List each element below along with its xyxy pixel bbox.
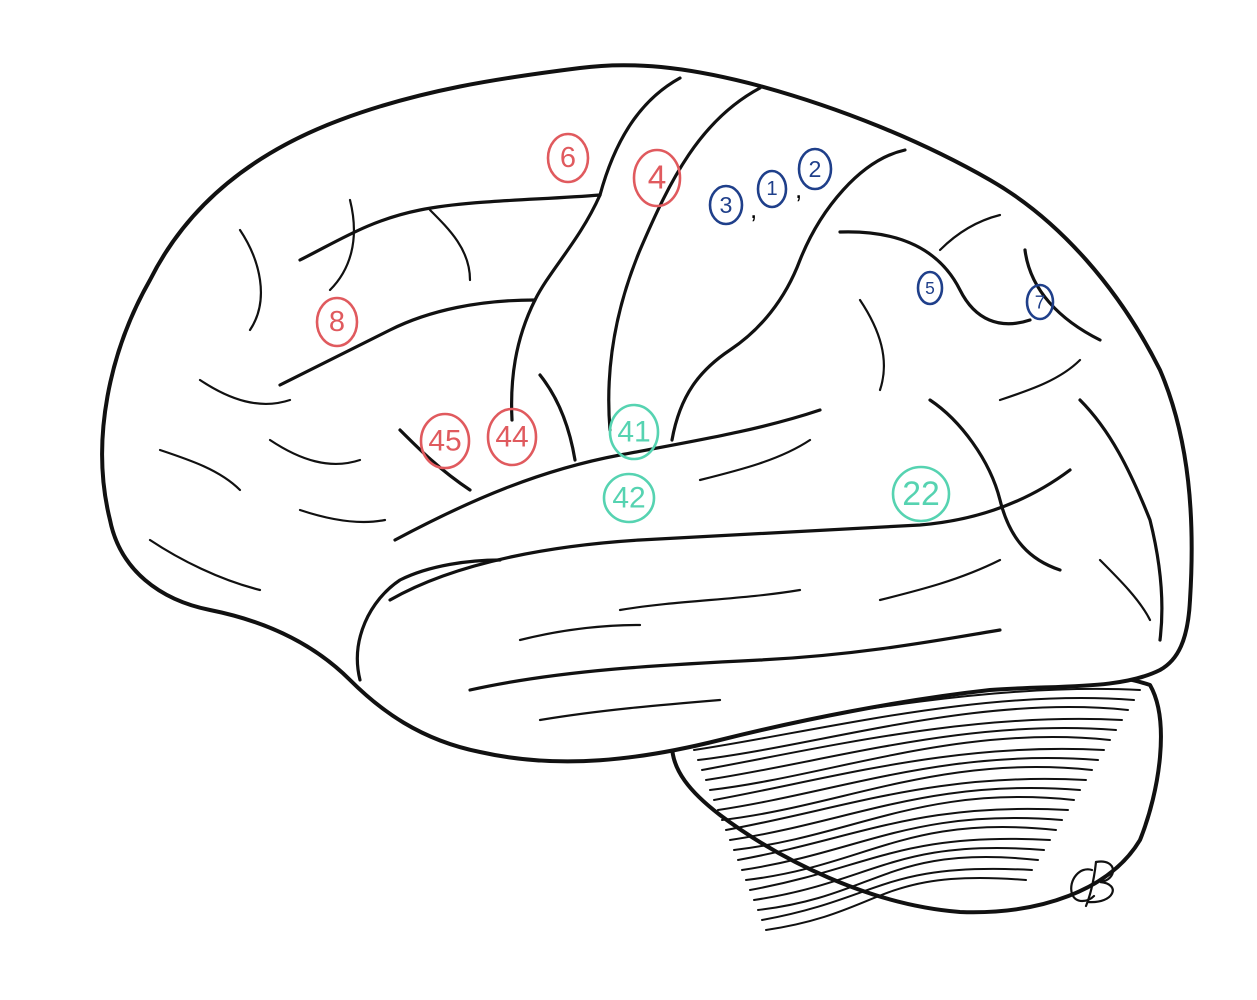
comma-separator: ,	[795, 174, 802, 204]
area-8-marker: 8	[315, 296, 359, 348]
area-2-ring	[797, 147, 833, 191]
area-8-ring	[315, 296, 359, 348]
cerebellum	[670, 669, 1163, 931]
area-3-label: 3	[720, 192, 733, 218]
cerebrum-outline	[100, 63, 1194, 764]
temporal-lobe-contour	[355, 558, 502, 682]
brodmann-area-labels: 6 4 8 45 44 3 1 2 5 7 41 42 22	[315, 132, 1055, 524]
area-22-marker: 22	[891, 465, 951, 523]
area-3-ring	[708, 184, 744, 226]
area-42-ring	[602, 472, 656, 524]
area-8-label: 8	[329, 306, 345, 338]
area-44-label: 44	[495, 421, 528, 454]
lateral-sulcus-ascending-ramus	[538, 373, 577, 462]
area-6-label: 6	[560, 142, 576, 174]
area-5-ring	[916, 270, 944, 306]
area-6-marker: 6	[546, 132, 590, 184]
area-22-ring	[891, 465, 951, 523]
area-41-ring	[608, 403, 660, 461]
area-1-label: 1	[766, 178, 777, 200]
artist-signature	[1070, 860, 1115, 908]
precentral-sulcus	[510, 76, 682, 422]
minor-sulci	[148, 198, 1152, 722]
area-1-ring	[756, 169, 788, 209]
sulci	[278, 76, 1164, 692]
area-7-marker: 7	[1025, 283, 1055, 321]
angular-gyrus-contour	[928, 398, 1062, 572]
area-45-label: 45	[428, 425, 461, 458]
area-4-label: 4	[648, 160, 667, 197]
area-45-marker: 45	[419, 412, 471, 470]
area-22-label: 22	[902, 475, 940, 513]
area-7-ring	[1025, 283, 1055, 321]
area-41-marker: 41	[608, 403, 660, 461]
area-4-ring	[632, 148, 682, 208]
comma-separator: ,	[750, 194, 757, 224]
area-42-label: 42	[612, 482, 645, 515]
area-6-ring	[546, 132, 590, 184]
area-5-label: 5	[925, 278, 935, 298]
cerebellum-folia-lines	[689, 687, 1141, 931]
inferior-frontal-sulcus	[278, 298, 537, 387]
postcentral-sulcus	[670, 148, 907, 442]
superior-frontal-sulcus	[298, 193, 602, 262]
area-2-marker: 2	[797, 147, 833, 191]
area-3-marker: 3	[708, 184, 744, 226]
area-44-ring	[486, 407, 538, 467]
area-7-label: 7	[1035, 292, 1045, 313]
inferior-temporal-sulcus	[468, 628, 1002, 692]
area-4-marker: 4	[632, 148, 682, 208]
area-42-marker: 42	[602, 472, 656, 524]
area-45-ring	[419, 412, 471, 470]
area-44-marker: 44	[486, 407, 538, 467]
area-5-marker: 5	[916, 270, 944, 306]
occipital-sulcus	[1078, 398, 1164, 642]
area-1-marker: 1	[756, 169, 788, 209]
central-sulcus	[607, 86, 762, 432]
area-41-label: 41	[617, 416, 650, 449]
parieto-occipital-sulcus	[1023, 248, 1102, 342]
intraparietal-sulcus	[838, 230, 1032, 326]
area-2-label: 2	[809, 156, 822, 182]
lateral-sulcus-anterior-ramus	[398, 428, 472, 492]
